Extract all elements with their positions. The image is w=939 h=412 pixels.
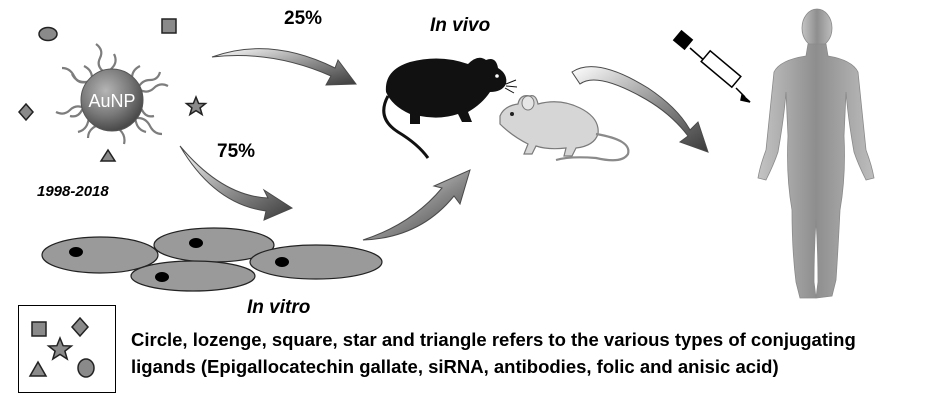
percent-in-vitro: 75% <box>217 141 256 162</box>
lozenge-ligand-icon <box>18 102 34 122</box>
legend-triangle-icon <box>28 360 48 377</box>
triangle-ligand-icon <box>99 148 117 162</box>
legend-caption: Circle, lozenge, square, star and triang… <box>131 326 931 380</box>
arrow-to-human <box>571 66 709 153</box>
nanoparticle-core <box>80 68 144 132</box>
year-range-label: 1998-2018 <box>37 183 109 200</box>
arrow-to-in-vitro <box>179 145 294 221</box>
legend-line-2: ligands (Epigallocatechin gallate, siRNA… <box>131 356 779 377</box>
cell <box>249 244 383 280</box>
gold-nanoparticle: AuNP <box>18 18 208 162</box>
legend-circle-icon <box>77 358 95 378</box>
legend-star-icon <box>46 335 74 361</box>
in-vitro-label: In vitro <box>247 297 311 318</box>
in-vivo-label: In vivo <box>430 15 491 36</box>
cell-nucleus <box>189 238 203 248</box>
star-ligand-icon <box>184 95 208 117</box>
human-silhouette <box>757 8 875 299</box>
white-mouse <box>499 95 630 162</box>
percent-in-vivo: 25% <box>284 8 323 29</box>
black-mouse <box>382 57 518 159</box>
legend-square-icon <box>31 321 47 337</box>
cell-nucleus <box>69 247 83 257</box>
square-ligand-icon <box>161 18 177 34</box>
cell <box>130 260 256 292</box>
cell-nucleus <box>155 272 169 282</box>
nanoparticle-label: AuNP <box>88 91 135 111</box>
legend-line-1: Circle, lozenge, square, star and triang… <box>131 329 856 350</box>
cell <box>41 236 159 274</box>
arrow-to-in-vivo <box>211 48 357 86</box>
legend-lozenge-icon <box>70 316 90 338</box>
legend-icons <box>18 305 116 393</box>
in-vitro-cells <box>41 227 383 292</box>
circle-ligand-icon <box>38 26 58 42</box>
arrow-vitro-to-vivo <box>362 169 471 241</box>
syringe-icon <box>672 29 751 103</box>
cell-nucleus <box>275 257 289 267</box>
